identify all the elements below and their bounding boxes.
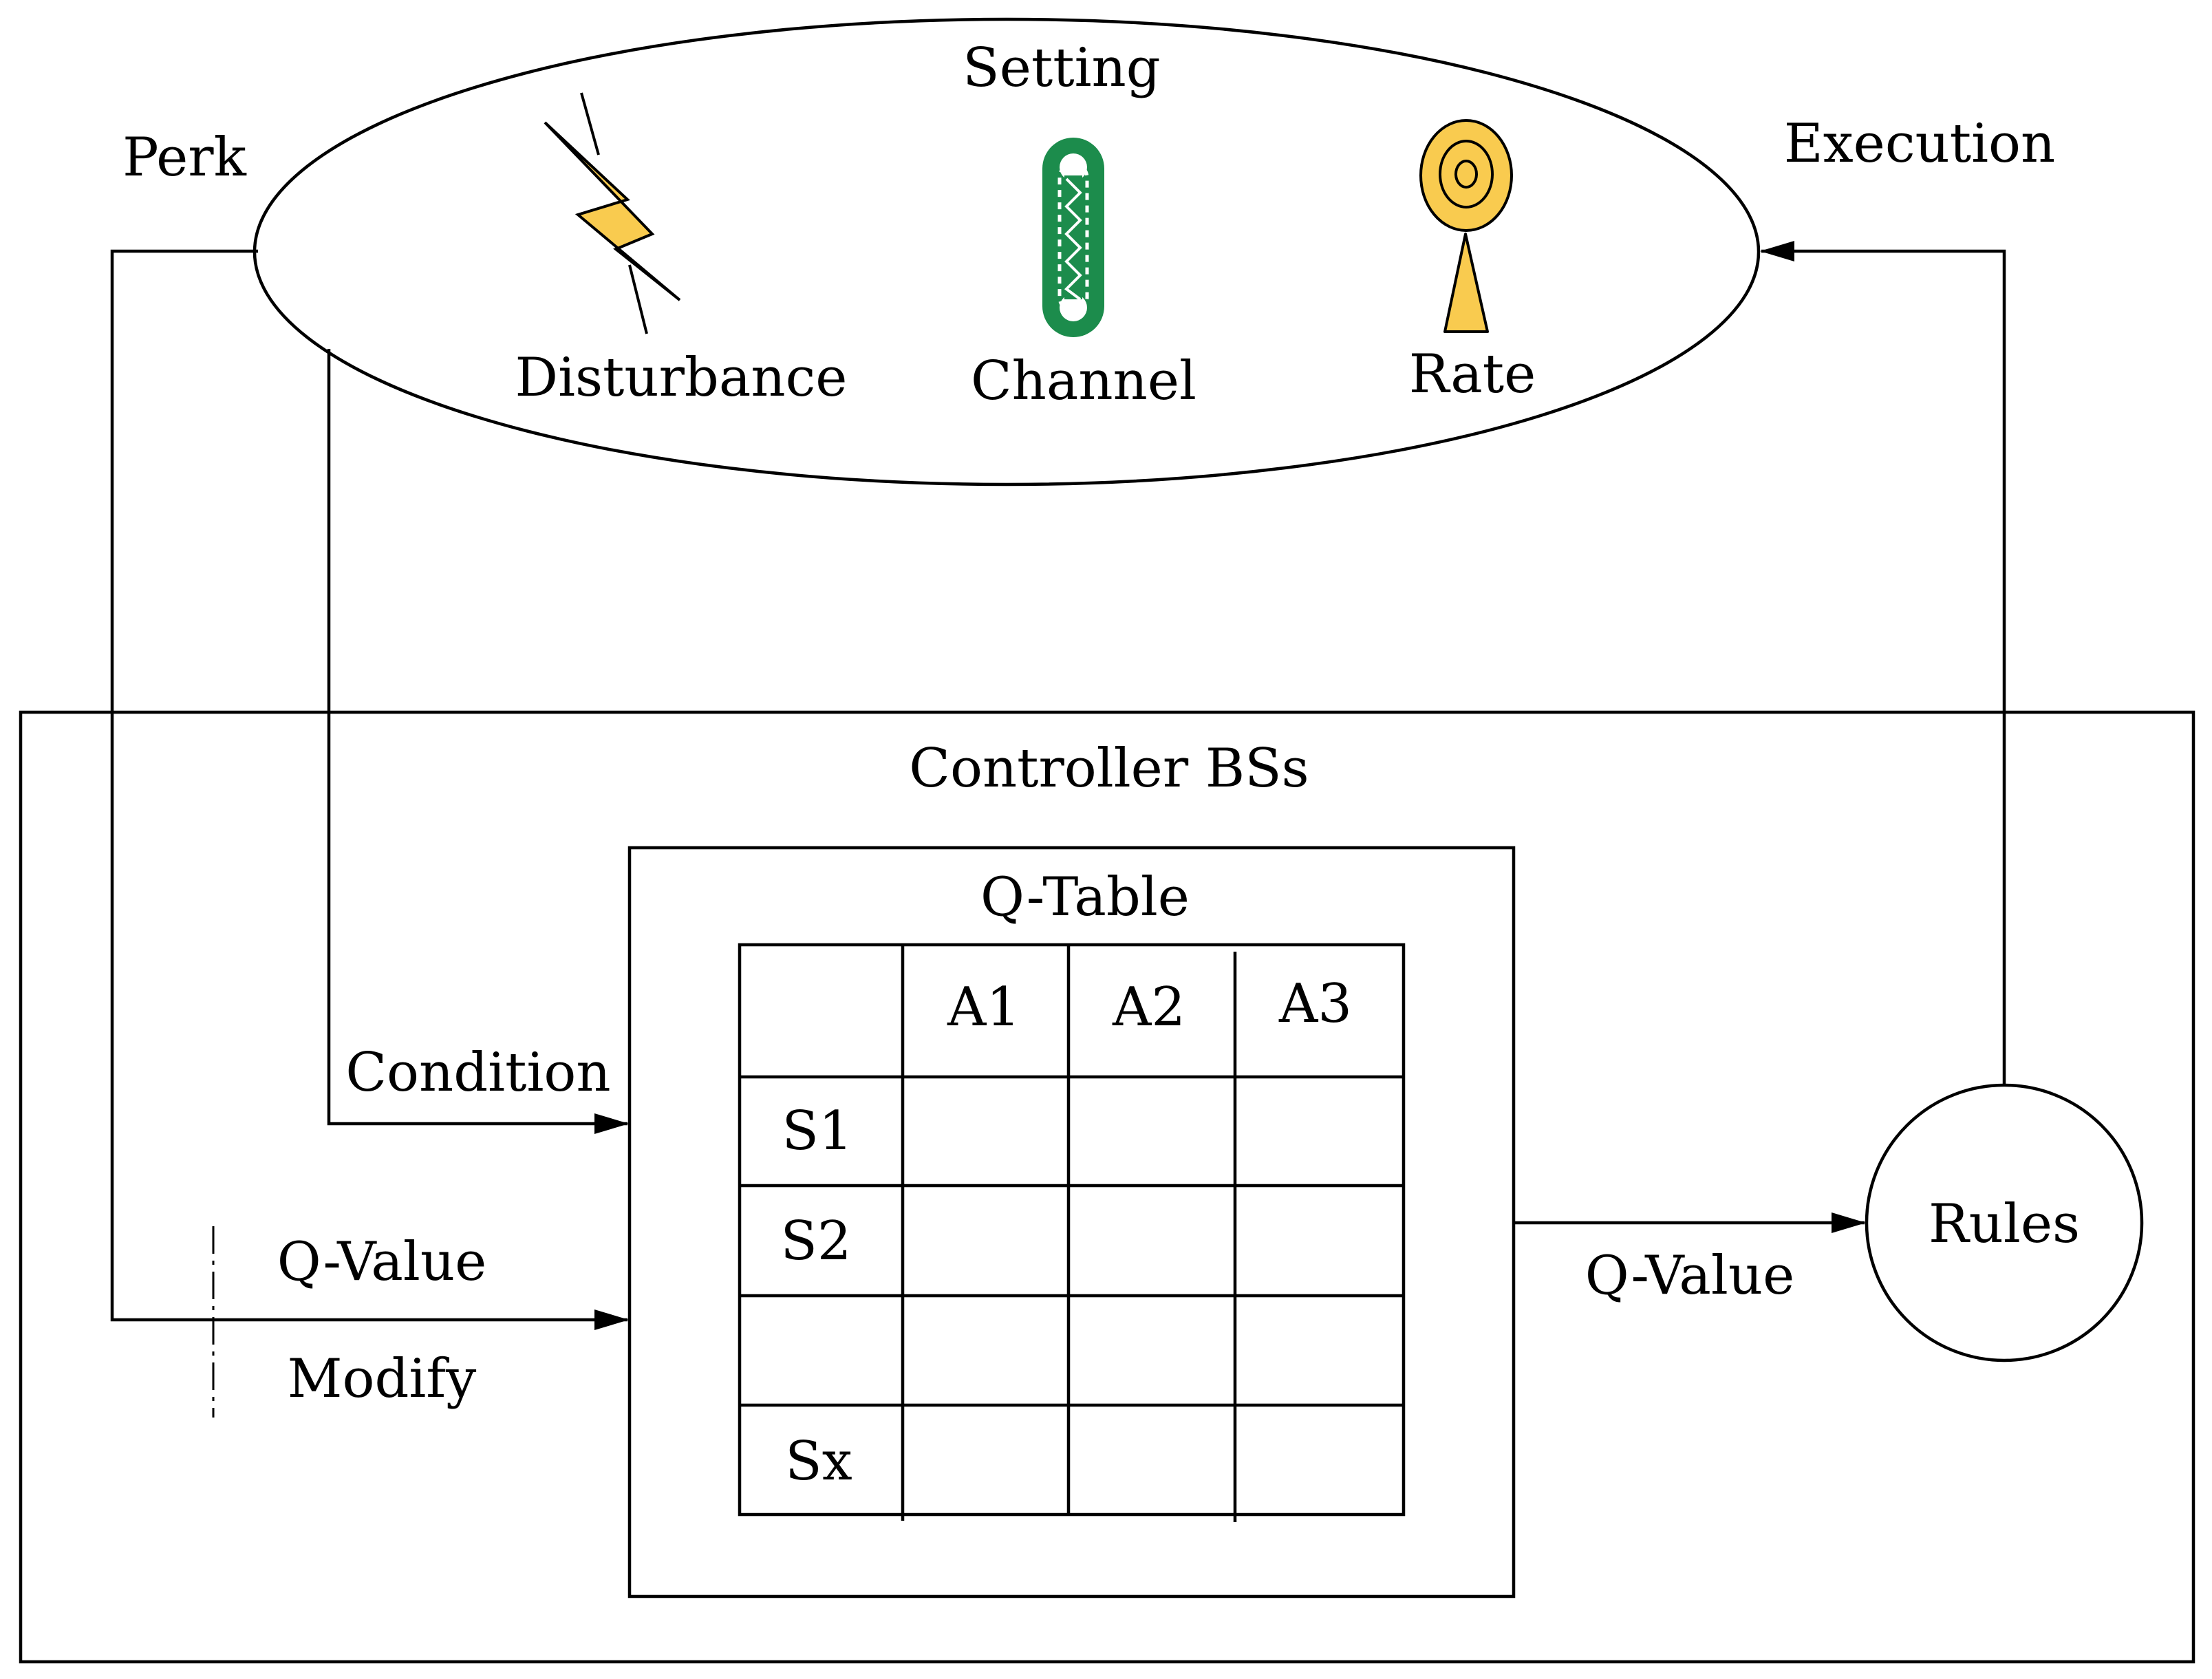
condition-arrow xyxy=(327,349,629,1134)
qtable-row-s1: S1 xyxy=(782,1100,852,1162)
qtable-title: Q-Table xyxy=(980,866,1190,928)
execution-arrow xyxy=(1760,241,2006,1085)
lightning-icon xyxy=(544,92,681,334)
perk-label: Perk xyxy=(122,127,246,189)
qtable-grid xyxy=(738,943,1406,1522)
controller-box xyxy=(19,710,2195,1664)
chain-link-icon xyxy=(1042,138,1104,337)
condition-label: Condition xyxy=(345,1042,610,1104)
setting-title: Setting xyxy=(963,37,1160,99)
qtable-row-s2: S2 xyxy=(780,1210,851,1272)
qtable-col-a1: A1 xyxy=(947,976,1020,1038)
rules-label: Rules xyxy=(1929,1193,2080,1255)
modify-label: Modify xyxy=(288,1348,477,1410)
channel-label: Channel xyxy=(971,350,1196,412)
qtable-row-sx: Sx xyxy=(785,1431,852,1493)
rate-label: Rate xyxy=(1409,343,1536,405)
qvalue-out-label: Q-Value xyxy=(1585,1245,1795,1307)
qtable-col-a2: A2 xyxy=(1112,976,1185,1038)
controller-title: Controller BSs xyxy=(909,738,1309,800)
disturbance-label: Disturbance xyxy=(515,347,848,409)
qvalue-in-label: Q-Value xyxy=(277,1231,487,1293)
qtable-box xyxy=(627,846,1516,1598)
qvalue-modify-arrow xyxy=(110,249,629,1330)
antenna-icon xyxy=(1419,119,1513,333)
execution-label: Execution xyxy=(1784,113,2056,175)
qtable-col-a3: A3 xyxy=(1278,973,1352,1035)
